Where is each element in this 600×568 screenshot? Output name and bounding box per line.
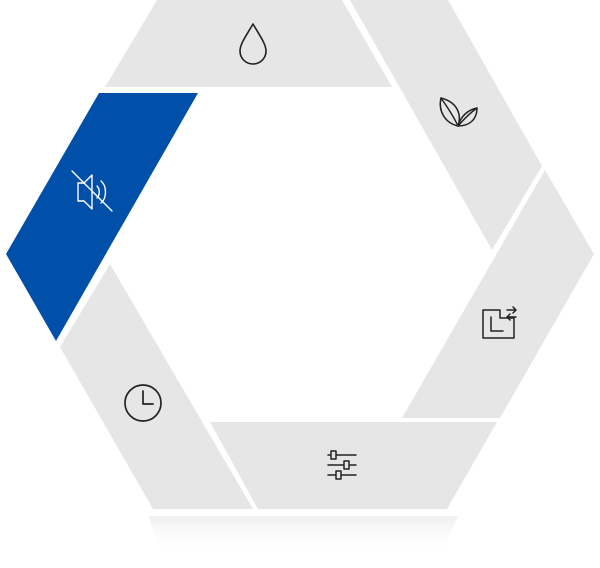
segment-eco[interactable] [350, 0, 542, 250]
segment-water[interactable] [105, 0, 392, 87]
water-drop-icon [239, 23, 267, 65]
segment-settings[interactable] [210, 422, 497, 509]
segment-timer-shape [60, 264, 253, 509]
leaf-icon [439, 97, 478, 127]
speaker-mute-icon [71, 170, 113, 212]
segment-steam-shape [402, 170, 594, 418]
segment-steam[interactable] [402, 170, 594, 418]
steam-dispenser-icon [482, 306, 517, 339]
segment-mute[interactable] [6, 93, 198, 341]
clock-icon [124, 384, 162, 422]
segment-mute-shape [6, 93, 198, 341]
segment-timer[interactable] [60, 264, 253, 509]
segment-water-shape [105, 0, 392, 87]
segment-eco-shape [350, 0, 542, 250]
dial-reflection [148, 516, 458, 552]
sliders-icon [327, 450, 357, 480]
